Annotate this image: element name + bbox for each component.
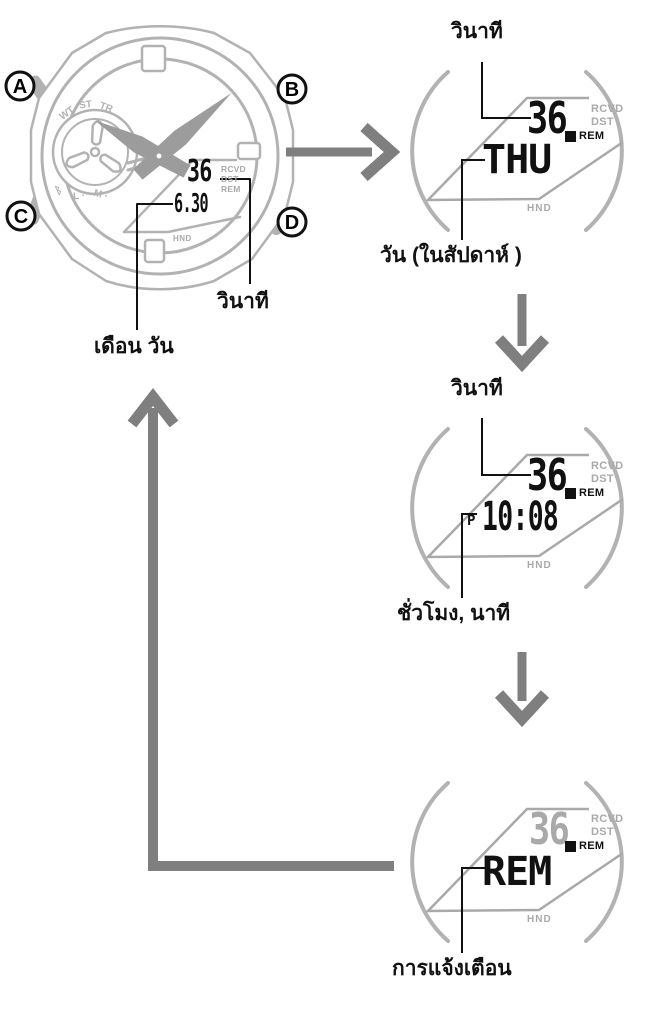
display1-callout-seconds xyxy=(481,62,531,119)
display3-main-value: REM xyxy=(482,849,552,895)
display2-label-time: ชั่วโมง, นาที xyxy=(397,602,511,625)
watch-indicator-dst: DST xyxy=(221,174,239,184)
arrow-down-icon-2 xyxy=(494,652,550,728)
watch-lcd-hnd: HND xyxy=(173,234,192,243)
display1-indicator-dst: DST xyxy=(591,116,614,128)
callout-line-month-day xyxy=(136,203,173,330)
display2-indicator-dst: DST xyxy=(591,473,614,485)
display3-indicator-rcvd: RCVD xyxy=(591,813,624,825)
display3-indicator-dst: DST xyxy=(591,826,614,838)
arrow-right-icon xyxy=(286,122,401,182)
display2-label-seconds: วินาที xyxy=(451,377,503,400)
button-b-label: B xyxy=(285,79,299,101)
subdial-text-l: L · xyxy=(73,190,86,202)
display3-seconds: 36 xyxy=(529,804,570,855)
watch-indicator-rcvd: RCVD xyxy=(221,164,246,174)
display-reminder xyxy=(410,781,624,953)
display-day-of-week xyxy=(410,62,624,240)
display3-callout-rem xyxy=(461,867,485,953)
rem-active-marker xyxy=(565,131,576,142)
watch-lcd-month-day: 6.30 xyxy=(174,189,209,219)
display3-lcd-outline xyxy=(425,807,624,913)
display1-indicator-rem-active: REM xyxy=(565,130,604,143)
flow-arrows xyxy=(127,122,550,871)
button-c-label: C xyxy=(14,206,28,228)
display1-main-value: THU xyxy=(482,137,552,183)
display3-hnd: HND xyxy=(527,914,552,925)
display3-indicators: RCVD DST xyxy=(591,813,623,839)
display1-indicator-rcvd: RCVD xyxy=(591,103,624,115)
display-time xyxy=(410,418,624,598)
watch-lcd-outline xyxy=(122,158,242,234)
display1-label-seconds: วินาที xyxy=(451,20,503,43)
display1-callout-day xyxy=(461,159,485,240)
display2-hnd: HND xyxy=(527,560,552,571)
display2-lcd-outline xyxy=(425,453,624,559)
display2-main-value: 10:08 xyxy=(482,494,559,540)
display1-indicators: RCVD DST xyxy=(591,103,623,129)
display3-label-reminder: การแจ้งเตือน xyxy=(392,957,512,980)
watch-indicator-rem: REM xyxy=(221,184,241,194)
display2-callout-seconds xyxy=(481,418,531,476)
display2-seconds: 36 xyxy=(527,450,568,501)
bluetooth-icon: ᛒ xyxy=(53,184,64,198)
watch-callout-lines xyxy=(136,178,251,330)
subdial-text-tr: TR xyxy=(98,101,115,116)
subdial-text-m: M · xyxy=(92,188,109,203)
display2-pm-indicator: P xyxy=(467,513,476,529)
loop-back-arrow-icon xyxy=(127,388,394,871)
display1-lcd-outline xyxy=(425,96,624,202)
display2-indicator-rem-active: REM xyxy=(565,487,604,500)
display1-hnd: HND xyxy=(527,203,552,214)
watch-hands xyxy=(95,93,232,180)
display3-left-arc xyxy=(410,781,450,943)
display2-indicators: RCVD DST xyxy=(591,460,623,486)
display3-right-arc xyxy=(584,781,624,943)
display1-right-arc xyxy=(584,70,624,232)
display1-seconds: 36 xyxy=(527,93,568,144)
button-d-label: D xyxy=(285,212,299,234)
display3-indicator-rem-active: REM xyxy=(565,840,604,853)
label-watch-seconds: วินาที xyxy=(217,290,269,313)
display1-label-day: วัน (ในสัปดาห์ ) xyxy=(380,244,522,267)
display2-right-arc xyxy=(584,427,624,589)
subdial-text-st: ST xyxy=(78,99,92,112)
display2-left-arc xyxy=(410,427,450,589)
button-a-label: A xyxy=(13,76,27,98)
watch-hour-markers xyxy=(140,44,262,264)
watch-lcd-seconds: 36 xyxy=(187,154,212,189)
arrow-down-icon-1 xyxy=(494,294,550,373)
display1-left-arc xyxy=(410,70,450,232)
subdial-hand xyxy=(65,119,122,173)
label-watch-month-day: เดือน วัน xyxy=(94,335,174,358)
rem-active-marker xyxy=(565,488,576,499)
subdial-ring-text: WT ST TR ᛒ L · M · xyxy=(53,99,115,202)
watch-lcd-indicators: RCVD DST REM xyxy=(221,164,246,194)
display2-indicator-rcvd: RCVD xyxy=(591,460,624,472)
hour-hand xyxy=(95,120,191,178)
rem-active-marker xyxy=(565,841,576,852)
callout-line-seconds xyxy=(220,178,251,284)
display2-callout-time xyxy=(461,513,477,598)
watch-illustration: WT ST TR ᛒ L · M · xyxy=(4,25,308,330)
watch-button-labels: A B C D xyxy=(4,70,308,238)
